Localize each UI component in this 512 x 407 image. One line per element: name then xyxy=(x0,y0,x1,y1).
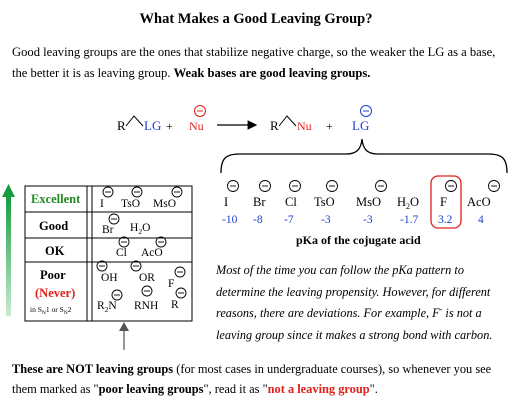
poor-oh: OH xyxy=(101,272,118,284)
ion-aco: AcO xyxy=(467,195,491,209)
page-title: What Makes a Good Leaving Group? xyxy=(139,11,373,27)
pka-values: -10 -8 -7 -3 -3 -1.7 3.2 4 xyxy=(222,214,484,226)
intro-text: Good leaving groups are the ones that st… xyxy=(12,45,496,80)
pka-aco: 4 xyxy=(478,214,484,226)
pka-br: -8 xyxy=(253,214,263,226)
charge-icon xyxy=(118,236,130,248)
note-sup: - xyxy=(439,304,443,314)
explanation-note: Most of the time you can follow the pKa … xyxy=(216,260,506,346)
note-text-1: Most of the time you can follow the pKa … xyxy=(216,263,491,320)
curly-brace xyxy=(220,138,508,174)
pka-i: -10 xyxy=(222,214,238,226)
ion-cl: Cl xyxy=(285,195,297,209)
poor-f: F xyxy=(168,278,174,290)
charge-icon xyxy=(259,180,271,192)
charge-icon xyxy=(488,180,500,192)
ion-i: I xyxy=(224,195,228,209)
row-label-excellent: Excellent xyxy=(31,192,81,206)
ion-br: Br xyxy=(253,195,266,209)
reactant-r: R xyxy=(117,118,126,133)
charge-icon xyxy=(96,260,108,272)
charge-icon xyxy=(141,285,153,297)
sn-note: in SN1 or SN2 xyxy=(30,305,72,316)
table-border xyxy=(24,185,193,322)
note-text-2: is not a leaving group since it makes a … xyxy=(216,306,493,342)
charge-icon xyxy=(375,180,387,192)
nucleophile: Nu xyxy=(189,119,204,133)
charge-icon xyxy=(155,236,167,248)
poor-r: R xyxy=(171,299,179,311)
good-h2o: H2O xyxy=(130,222,150,236)
charge-icon xyxy=(445,180,457,192)
charge-icon xyxy=(289,180,301,192)
excellent-mso: MsO xyxy=(153,198,176,210)
plus-2: + xyxy=(326,119,333,133)
charge-icon xyxy=(130,260,142,272)
good-br: Br xyxy=(102,224,114,236)
leaving-group-table: Excellent Good OK Poor (Never) in SN1 or… xyxy=(24,185,193,322)
charge-icon xyxy=(111,289,123,301)
pka-f: 3.2 xyxy=(438,214,453,226)
trend-arrow-shaft xyxy=(6,196,11,316)
trend-arrow-head xyxy=(2,184,15,197)
ok-cl: Cl xyxy=(116,247,127,259)
footer-bold-1: These are NOT leaving groups xyxy=(12,362,174,376)
row-label-ok: OK xyxy=(45,244,65,258)
charge-icon xyxy=(108,213,120,225)
lg-charge-icon xyxy=(360,105,372,117)
charge-icon xyxy=(326,180,338,192)
row-label-poor: Poor xyxy=(40,268,66,282)
charge-icon xyxy=(102,186,114,198)
footer-text-1: (for most cases in undergraduate courses… xyxy=(12,362,492,396)
nu-charge-icon xyxy=(194,105,206,117)
reactant-bond xyxy=(125,115,144,127)
poor-r2n: R2N xyxy=(97,300,117,314)
ok-aco: AcO xyxy=(141,247,163,259)
product-r: R xyxy=(270,118,279,133)
poor-rnh: RNH xyxy=(134,300,158,312)
row-label-good: Good xyxy=(39,219,68,233)
footer-text-3: ". xyxy=(369,382,378,396)
plus-1: + xyxy=(166,119,173,133)
row-label-never: (Never) xyxy=(35,286,75,300)
footer-bold-2: poor leaving groups xyxy=(98,382,204,396)
product-bond xyxy=(278,115,297,127)
pointer-arrow-head xyxy=(119,322,129,331)
ion-f: F xyxy=(440,195,447,209)
conj-base-row: I Br Cl TsO MsO H2O F AcO xyxy=(224,175,500,229)
pka-cl: -7 xyxy=(284,214,294,226)
charge-icon xyxy=(174,266,186,278)
pka-h2o: -1.7 xyxy=(400,214,418,226)
pka-caption: pKa of the cojugate acid xyxy=(296,233,421,247)
product-nu: Nu xyxy=(297,119,312,133)
fluoride-highlight-box xyxy=(430,175,462,229)
reactant-lg: LG xyxy=(144,118,161,133)
charge-icon xyxy=(227,180,239,192)
pka-mso: -3 xyxy=(363,214,373,226)
footer-red: not a leaving group xyxy=(267,382,370,396)
intro-paragraph: Good leaving groups are the ones that st… xyxy=(12,42,504,84)
excellent-i: I xyxy=(100,198,104,210)
charge-icon xyxy=(131,186,143,198)
footer-text-2: ", read it as " xyxy=(203,382,268,396)
ion-h2o: H2O xyxy=(397,195,419,211)
charge-icon xyxy=(175,287,187,299)
product-lg: LG xyxy=(352,118,369,133)
charge-icon xyxy=(171,186,183,198)
poor-or: OR xyxy=(139,272,155,284)
intro-bold: Weak bases are good leaving groups. xyxy=(173,66,371,80)
pka-tso: -3 xyxy=(321,214,331,226)
footer-paragraph: These are NOT leaving groups (for most c… xyxy=(12,359,506,399)
ion-mso: MsO xyxy=(356,195,381,209)
ion-tso: TsO xyxy=(314,195,335,209)
excellent-tso: TsO xyxy=(121,198,140,210)
